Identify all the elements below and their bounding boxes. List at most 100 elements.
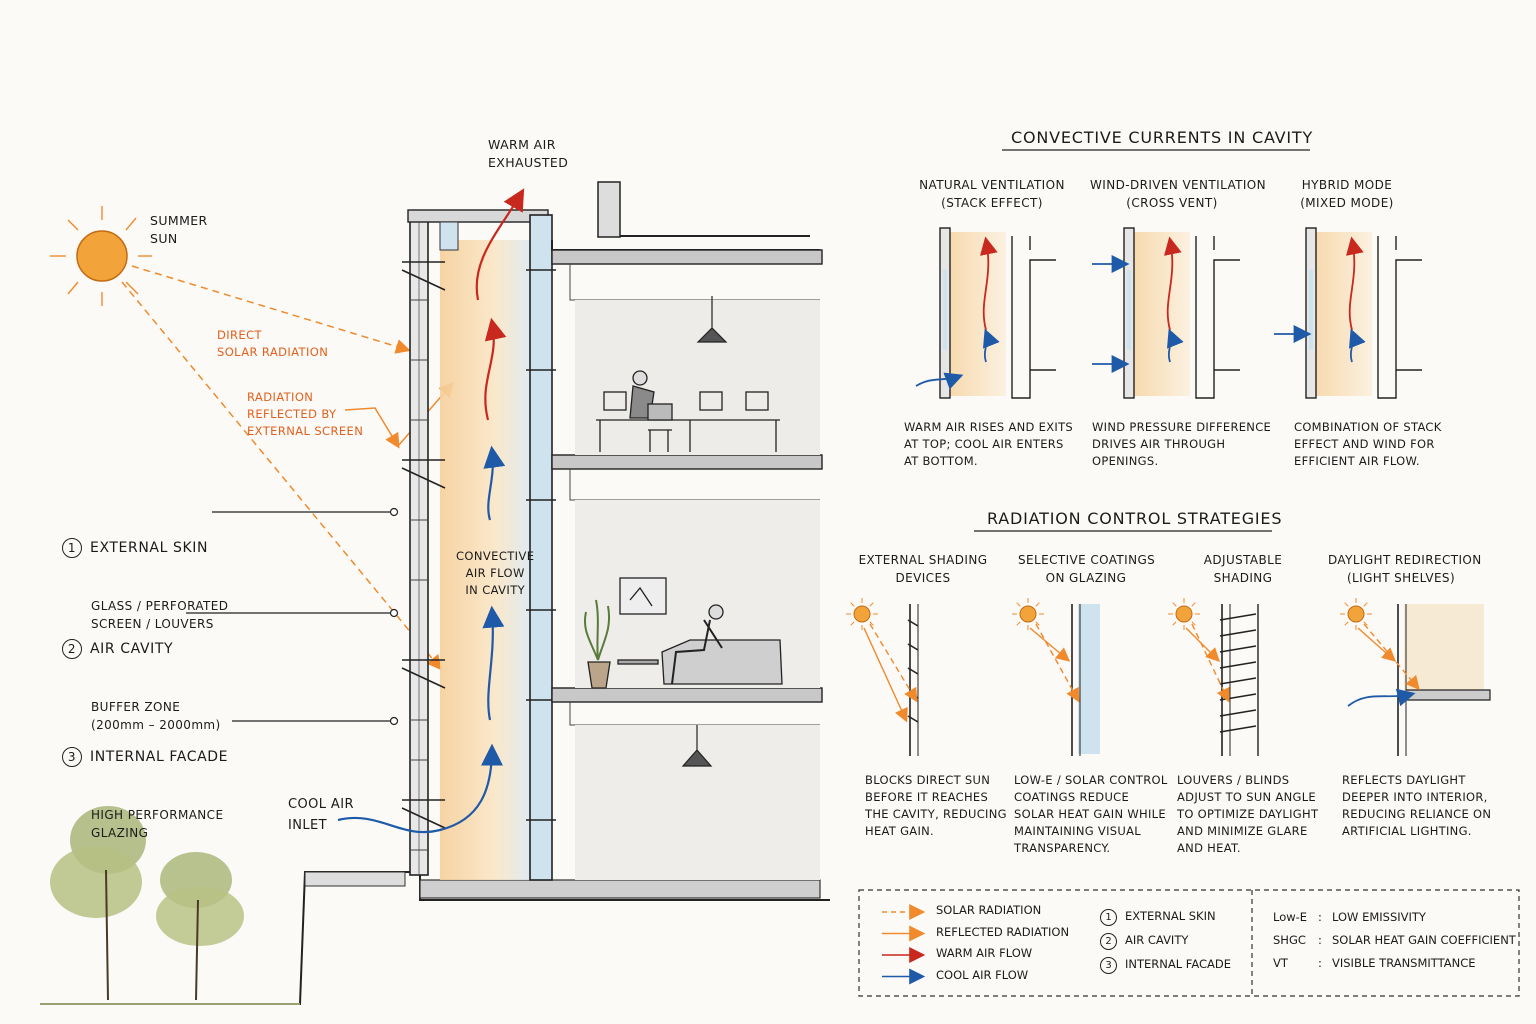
summer-sun-label: SUMMER SUN (150, 213, 208, 246)
abbr-meaning: LOW EMISSIVITY (1332, 910, 1426, 924)
louver-blade (907, 619, 919, 627)
convective-mode-diagram (1092, 227, 1240, 399)
louver-blade (907, 643, 919, 651)
sun-icon (1019, 605, 1037, 623)
cool-inlet-arrow (915, 372, 964, 390)
louver-blade (1219, 661, 1257, 669)
legend-arrow-samples (882, 904, 926, 985)
louver-blade (1219, 645, 1257, 653)
cool-air-arrow (1166, 328, 1184, 363)
sun-ray (1191, 621, 1196, 626)
sun-icon (1175, 605, 1193, 623)
abbr-meaning: VISIBLE TRANSMITTANCE (1332, 956, 1476, 970)
convective-heading: CONVECTIVE CURRENTS IN CAVITY (1011, 128, 1314, 147)
callout-desc: GLASS / PERFORATED SCREEN / LOUVERS (91, 599, 229, 631)
louver-blade (1219, 693, 1257, 701)
abbr-key: Low-E (1273, 910, 1308, 924)
cool-air-arrow (1348, 328, 1366, 363)
callout-leaders (186, 507, 399, 726)
legend-arrow-label: REFLECTED RADIATION (936, 925, 1070, 939)
trees-illustration (40, 806, 300, 1005)
callout-number: 2 (62, 639, 82, 659)
reflected-radiation-label: RADIATION REFLECTED BY EXTERNAL SCREEN (247, 390, 364, 438)
strategy-title: EXTERNAL SHADING DEVICES (858, 553, 988, 585)
light-shelf (1406, 689, 1491, 701)
cool-air-arrow (982, 328, 1000, 363)
solar-ray-arrow (1035, 623, 1080, 703)
radiation-strategy-diagram (1012, 598, 1100, 756)
summer-sun-icon (50, 206, 152, 306)
sun-ray (1172, 602, 1177, 607)
strategy-title: SELECTIVE COATINGS ON GLAZING (1018, 553, 1156, 585)
daylight-redirect-arrow (1347, 688, 1416, 707)
sun-ray (1016, 602, 1021, 607)
radiation-mini-diagrams (846, 598, 1491, 756)
inner-facade (1011, 236, 1056, 399)
sun-ray (1172, 621, 1177, 626)
radiation-heading: RADIATION CONTROL STRATEGIES (987, 509, 1283, 528)
warm-air-exhausted-label: WARM AIR EXHAUSTED (488, 137, 569, 170)
convective-mini-diagrams (915, 227, 1422, 399)
louver-blade (907, 667, 919, 675)
reflected-ray-arrow (1357, 627, 1397, 662)
callout-title: INTERNAL FACADE (90, 749, 229, 765)
coated-glass (1078, 604, 1100, 754)
mode-title: HYBRID MODE (MIXED MODE) (1300, 178, 1394, 210)
solar-ray-arrow (869, 623, 918, 703)
mode-title: NATURAL VENTILATION (STACK EFFECT) (919, 178, 1065, 210)
sun-ray (1191, 602, 1196, 607)
convective-mode-diagram (1274, 227, 1422, 399)
callout-desc: HIGH PERFORMANCE GLAZING (91, 808, 224, 840)
strategy-title: ADJUSTABLE SHADING (1203, 553, 1283, 585)
sun-ray (850, 621, 855, 626)
strategy-desc: LOUVERS / BLINDS ADJUST TO SUN ANGLE TO … (1177, 773, 1319, 855)
abbr-key: VT (1273, 956, 1288, 970)
louver-blade (907, 715, 919, 723)
callout-number: 3 (62, 747, 82, 767)
cool-air-flow-arrows (337, 445, 506, 834)
warm-air-flow-arrows (475, 188, 525, 421)
mode-title: WIND-DRIVEN VENTILATION (CROSS VENT) (1090, 178, 1267, 210)
convective-air-flow-label: CONVECTIVE AIR FLOW IN CAVITY (456, 549, 535, 597)
legend-frame (858, 889, 1520, 997)
callout-title: AIR CAVITY (90, 641, 174, 657)
reflected-ray-arrow (1029, 627, 1071, 662)
louver-blade (1219, 725, 1257, 733)
sun-icon (1347, 605, 1365, 623)
direct-solar-radiation-label: DIRECT SOLAR RADIATION (217, 328, 329, 359)
building-section (40, 181, 830, 1005)
sun-ray (1363, 621, 1368, 626)
abbr-sep: : (1318, 933, 1322, 947)
mode-desc: WARM AIR RISES AND EXITS AT TOP; COOL AI… (904, 420, 1074, 468)
louver-blade (1219, 677, 1257, 685)
solar-ray-arrow (1191, 623, 1230, 703)
callout-title: EXTERNAL SKIN (90, 540, 209, 556)
strategy-desc: BLOCKS DIRECT SUN BEFORE IT REACHES THE … (865, 773, 1007, 838)
cool-air-inlet-label: COOL AIR INLET (288, 797, 354, 833)
sun-icon (853, 605, 871, 623)
mode-desc: COMBINATION OF STACK EFFECT AND WIND FOR… (1294, 420, 1442, 468)
louver-blade (1219, 709, 1257, 717)
sun-ray (1344, 602, 1349, 607)
reflected-ray-arrow (863, 627, 908, 723)
strategy-title: DAYLIGHT REDIRECTION (LIGHT SHELVES) (1328, 553, 1482, 585)
convective-mode-diagram (915, 227, 1056, 399)
inner-facade (1195, 236, 1240, 399)
strategy-desc: LOW-E / SOLAR CONTROL COATINGS REDUCE SO… (1014, 773, 1168, 855)
lit-room (1404, 604, 1484, 694)
sun-ray (1035, 602, 1040, 607)
inner-facade (1377, 236, 1422, 399)
radiation-strategy-diagram (1168, 598, 1259, 756)
legend-arrow-label: WARM AIR FLOW (936, 946, 1033, 960)
radiation-strategy-diagram (846, 598, 919, 756)
legend-arrow-label: SOLAR RADIATION (936, 903, 1042, 917)
mode-desc: WIND PRESSURE DIFFERENCE DRIVES AIR THRO… (1092, 420, 1272, 468)
sun-ray (1344, 621, 1349, 626)
warm-air-arrow (979, 236, 998, 331)
legend-arrow-label: COOL AIR FLOW (936, 968, 1029, 982)
abbr-sep: : (1318, 956, 1322, 970)
